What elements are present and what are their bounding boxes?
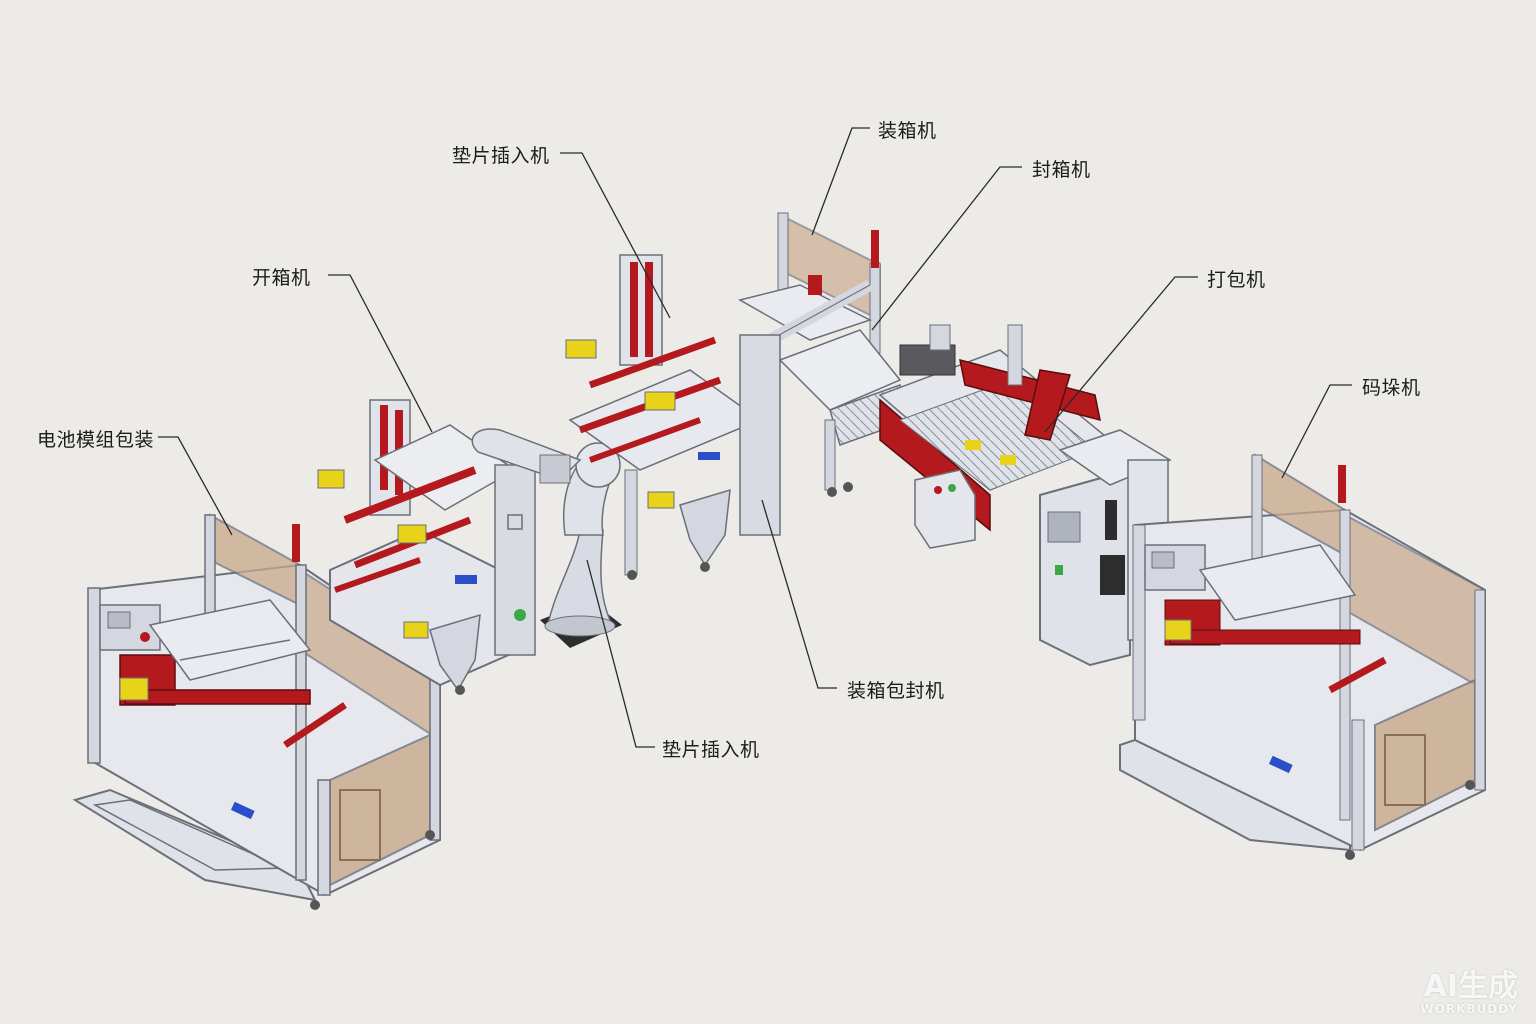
label-case-packer: 装箱机 xyxy=(878,120,937,142)
leader-divider-inserter-bottom xyxy=(586,559,655,748)
leader-battery-module-packing xyxy=(158,436,233,536)
label-case-pack-seal: 装箱包封机 xyxy=(847,680,945,702)
case-sealer-strapping-machine xyxy=(878,324,1112,549)
leader-case-sealer xyxy=(871,166,1022,331)
case-packer-machine xyxy=(738,212,911,536)
leader-divider-inserter-top xyxy=(560,152,671,319)
label-divider-inserter-bottom: 垫片插入机 xyxy=(662,739,760,761)
label-strapping-machine: 打包机 xyxy=(1207,269,1266,291)
leader-case-packer xyxy=(811,127,870,236)
robot-divider-inserter xyxy=(471,254,779,648)
leader-lines xyxy=(158,127,1352,748)
ai-generated-watermark: AI生成 WORKBUDDY xyxy=(1420,969,1518,1017)
leader-strapping xyxy=(1044,276,1198,433)
watermark-sub-text: WORKBUDDY xyxy=(1420,1002,1518,1016)
leader-case-erector xyxy=(328,274,433,433)
label-palletizer: 码垛机 xyxy=(1362,377,1421,399)
label-case-erector: 开箱机 xyxy=(252,267,311,289)
palletizer-cell xyxy=(1119,453,1486,860)
label-case-sealer: 封箱机 xyxy=(1032,159,1091,181)
leader-case-pack-seal xyxy=(761,499,837,689)
battery-module-packing-cell xyxy=(72,513,441,910)
leader-palletizer xyxy=(1281,384,1352,479)
case-erector-machine xyxy=(317,399,536,695)
label-battery-module-packing: 电池模组包装 xyxy=(37,429,155,451)
watermark-main-text: AI生成 xyxy=(1423,969,1518,1004)
label-divider-inserter-top: 垫片插入机 xyxy=(452,145,550,167)
